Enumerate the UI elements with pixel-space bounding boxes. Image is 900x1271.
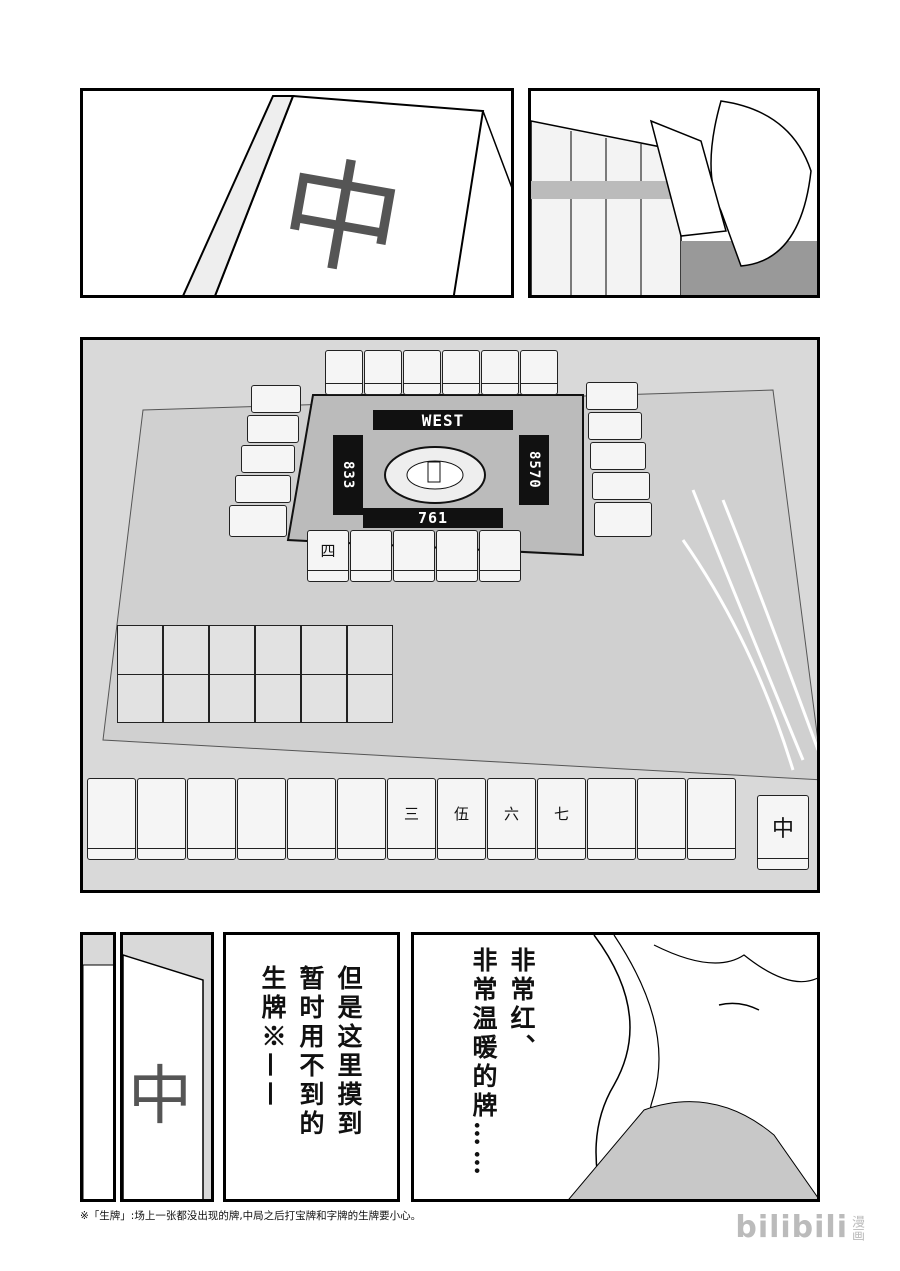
wall-tile-1 [117,625,163,723]
wall-tile-3 [209,625,255,723]
score-bottom: 761 [363,508,503,528]
discard-tile-left-1 [251,385,301,413]
discard-tile-right-4 [592,472,650,500]
narration-text-left: 但是这里摸到 暂时用不到的 生牌※—— [253,965,367,1195]
narration-line-3: 生牌※—— [258,965,287,1110]
footnote: ※「生牌」:场上一张都没出现的牌,中局之后打宝牌和字牌的生牌要小心。 [80,1210,422,1222]
panel-chun-tile-partial [80,932,116,1202]
discard-tile-bottom-3 [393,530,435,582]
wall-tile-5 [301,625,347,723]
discard-tile-top-1 [325,350,363,395]
narration-line-1: 但是这里摸到 [334,965,363,1139]
panel-chun-tile-side: 中 [120,932,214,1202]
discard-tile-bottom-5 [479,530,521,582]
discard-tile-bottom-4 [436,530,478,582]
dialogue-text-right: 非常红、 非常温暖的牌…… [464,947,540,1197]
hand-tile-2 [137,778,186,860]
discard-tile-left-5 [229,505,287,537]
hand-tile-4 [237,778,286,860]
score-right: 8570 [519,435,549,505]
discard-tile-bottom-1: 四 [307,530,349,582]
hand-tile-11 [587,778,636,860]
hand-tile-10: 七 [537,778,586,860]
hand-tile-13 [687,778,736,860]
character-art [568,935,817,1199]
panel-chun-tile-closeup: 中 [80,88,514,298]
dialogue-line-1: 非常红、 [507,947,536,1063]
tile-closeup-art [182,94,511,295]
panel-character-face: 非常红、 非常温暖的牌…… [411,932,820,1202]
discard-tile-bottom-2 [350,530,392,582]
tile-partial-left-art [83,935,113,1199]
wall-tile-6 [347,625,393,723]
score-left: 833 [333,435,363,515]
drawn-tile-chun: 中 [757,795,809,870]
hand-tile-9: 六 [487,778,536,860]
discard-tile-top-3 [403,350,441,395]
wall-tile-4 [255,625,301,723]
discard-tile-top-5 [481,350,519,395]
panel-hand-drawing-tile [528,88,820,298]
hand-drawing-art [531,91,817,295]
panel-mahjong-table: WEST 833 8570 761 四 三 伍 六 七 中 [80,337,820,893]
round-wind-display: WEST [373,410,513,430]
narration-line-2: 暂时用不到的 [296,965,325,1139]
panel-narration-left: 但是这里摸到 暂时用不到的 生牌※—— [223,932,400,1202]
bilibili-logo: bilibili [735,1210,848,1245]
discard-tile-right-3 [590,442,646,470]
discard-tile-top-6 [520,350,558,395]
hand-tile-8: 伍 [437,778,486,860]
hand-tile-6 [337,778,386,860]
discard-tile-left-4 [235,475,291,503]
hand-tile-5 [287,778,336,860]
wall-tile-2 [163,625,209,723]
hand-tile-7: 三 [387,778,436,860]
hand-tile-1 [87,778,136,860]
dialogue-line-2: 非常温暖的牌…… [469,947,498,1179]
hand-tile-3 [187,778,236,860]
hand-tile-12 [637,778,686,860]
tile-side-art [123,935,211,1199]
discard-tile-left-3 [241,445,295,473]
discard-tile-top-2 [364,350,402,395]
discard-tile-left-2 [247,415,299,443]
discard-tile-right-5 [594,502,652,537]
discard-tile-right-1 [586,382,638,410]
tile-side-character: 中 [128,1060,192,1134]
discard-tile-right-2 [588,412,642,440]
discard-tile-top-4 [442,350,480,395]
manga-label: 漫画 [849,1215,864,1241]
